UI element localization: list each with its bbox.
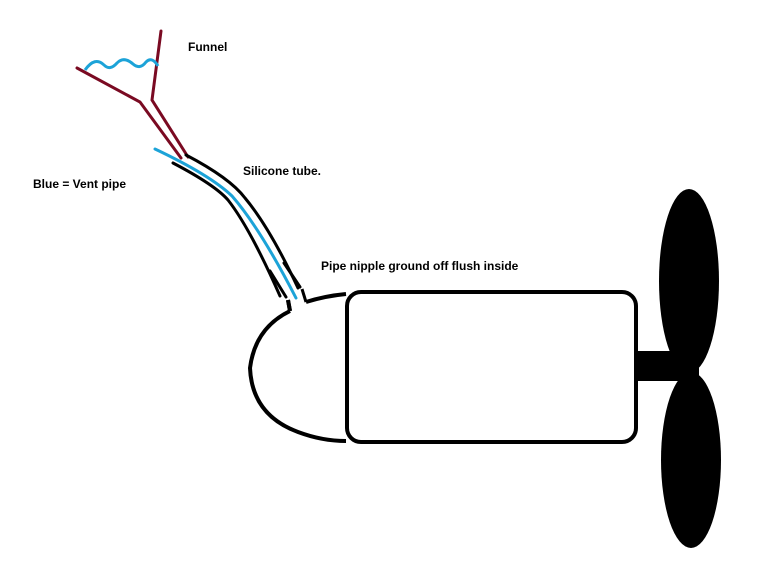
propeller-blade-bottom bbox=[661, 372, 721, 548]
legend-label: Blue = Vent pipe bbox=[33, 177, 127, 191]
funnel bbox=[75, 29, 190, 160]
pipe-nipple-right bbox=[300, 288, 308, 303]
tube-lower-wall bbox=[171, 161, 282, 298]
nose-cone-top bbox=[305, 292, 347, 304]
silicone-tube-label: Silicone tube. bbox=[243, 164, 322, 178]
nose-cone bbox=[247, 309, 347, 443]
funnel-right-wall bbox=[150, 29, 190, 159]
propeller-blade-top bbox=[659, 189, 719, 373]
silicone-tube bbox=[171, 153, 302, 299]
funnel-label: Funnel bbox=[188, 40, 228, 54]
pipe-nipple-left bbox=[286, 299, 292, 312]
tube-clamp-inner bbox=[282, 261, 302, 289]
pipe-nipple-label: Pipe nipple ground off flush inside bbox=[321, 259, 519, 273]
funnel-left-wall bbox=[75, 66, 183, 160]
tube-clamp-outer bbox=[268, 269, 288, 299]
funnel-liquid-wave bbox=[83, 58, 160, 71]
motor-body bbox=[345, 290, 638, 444]
vent-pipe bbox=[153, 147, 298, 300]
tube-upper-wall bbox=[184, 153, 300, 290]
